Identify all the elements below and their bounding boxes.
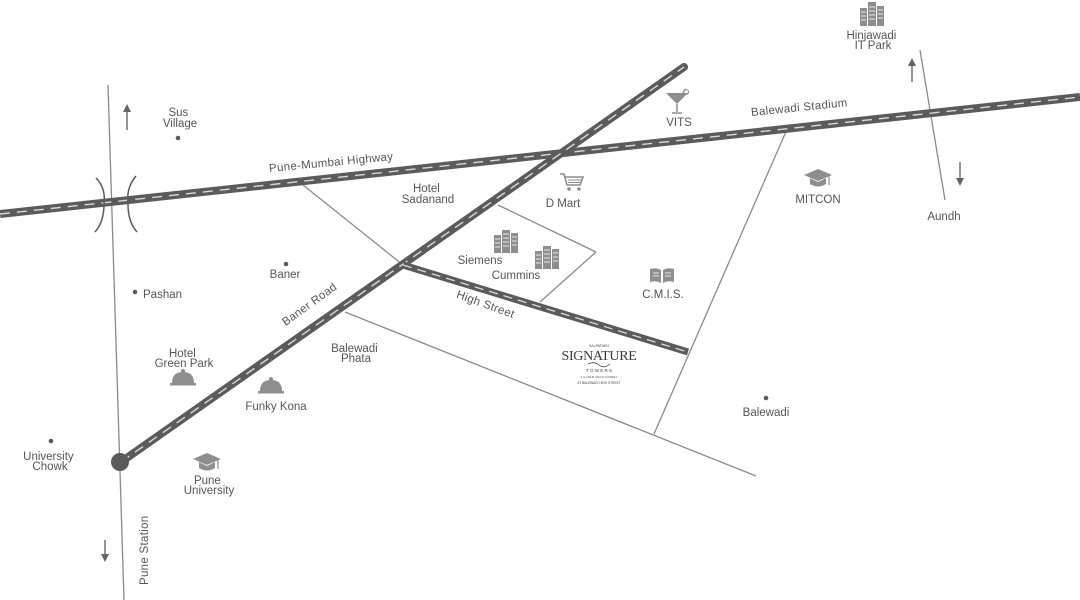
food-cloche-icon (170, 369, 196, 386)
pashan-label: Pashan (143, 289, 182, 301)
funky-kona-label: Funky Kona (245, 401, 307, 413)
balewadi-phata-road (344, 311, 757, 477)
office-buildings-icon (535, 246, 559, 269)
balewadi-label: Balewadi (743, 407, 790, 419)
university-chowk-junction (111, 453, 129, 471)
dmart-label: D Mart (546, 198, 581, 210)
logo-pretext: KALPATARU (589, 344, 610, 348)
aundh-road (919, 49, 946, 201)
university-chowk-label: University Chowk (23, 451, 77, 473)
hotel-green-park-label: Hotel Green Park (155, 348, 214, 370)
hotel-sadanand-label: Hotel Sadanand (402, 183, 454, 206)
pune-station-label: Pune Station (139, 516, 151, 585)
office-buildings-icon (860, 2, 884, 26)
signature-towers-logo: KALPATARU SIGNATURE T O W E R S 3 & 4 BH… (561, 344, 636, 385)
baner-label: Baner (270, 269, 301, 281)
left-vertical-road (107, 84, 125, 600)
cmis-label: C.M.I.S. (642, 289, 684, 301)
baner-road-label: Baner Road (280, 281, 339, 328)
food-cloche-icon (258, 377, 284, 394)
open-book-icon (650, 268, 674, 283)
direction-arrow-icon (101, 58, 964, 562)
office-buildings-icon (494, 230, 518, 253)
place-dots (48, 135, 769, 444)
graduation-cap-icon (193, 453, 221, 471)
bridge-icon (94, 175, 138, 233)
balewadi-phata-label: Balewadi Phata (331, 343, 381, 365)
logo-tagline-1: 3 & 4 BHK MULTI-STOREY (581, 375, 618, 379)
graduation-cap-icon (804, 169, 832, 187)
logo-swoosh (587, 362, 611, 368)
balewadi-stadium-label: Balewadi Stadium (750, 97, 848, 119)
pune-university-label: Pune University (184, 475, 235, 497)
cocktail-glass-icon (666, 88, 690, 114)
dmart-road-b (539, 251, 597, 303)
dmart-road-a (497, 204, 597, 253)
minor-roads (107, 49, 946, 600)
siemens-label: Siemens (458, 255, 503, 267)
pune-mumbai-highway (0, 93, 1080, 218)
logo-brand: SIGNATURE (561, 349, 636, 364)
logo-tagline-2: AT BALEWADI HIGH STREET (577, 381, 620, 385)
aundh-label: Aundh (927, 211, 960, 223)
logo-subtitle: T O W E R S (586, 368, 612, 373)
hotel-sadanand-road (302, 184, 404, 266)
mitcon-road (653, 126, 789, 435)
cummins-label: Cummins (492, 270, 541, 282)
shopping-cart-icon (560, 173, 585, 191)
high-street-road (401, 261, 690, 356)
sus-village-label: Sus Village (163, 107, 197, 130)
baner-road (117, 63, 688, 466)
vits-label: VITS (666, 117, 692, 129)
mitcon-label: MITCON (795, 194, 840, 206)
hinjawadi-label: Hinjawadi IT Park (846, 30, 899, 52)
